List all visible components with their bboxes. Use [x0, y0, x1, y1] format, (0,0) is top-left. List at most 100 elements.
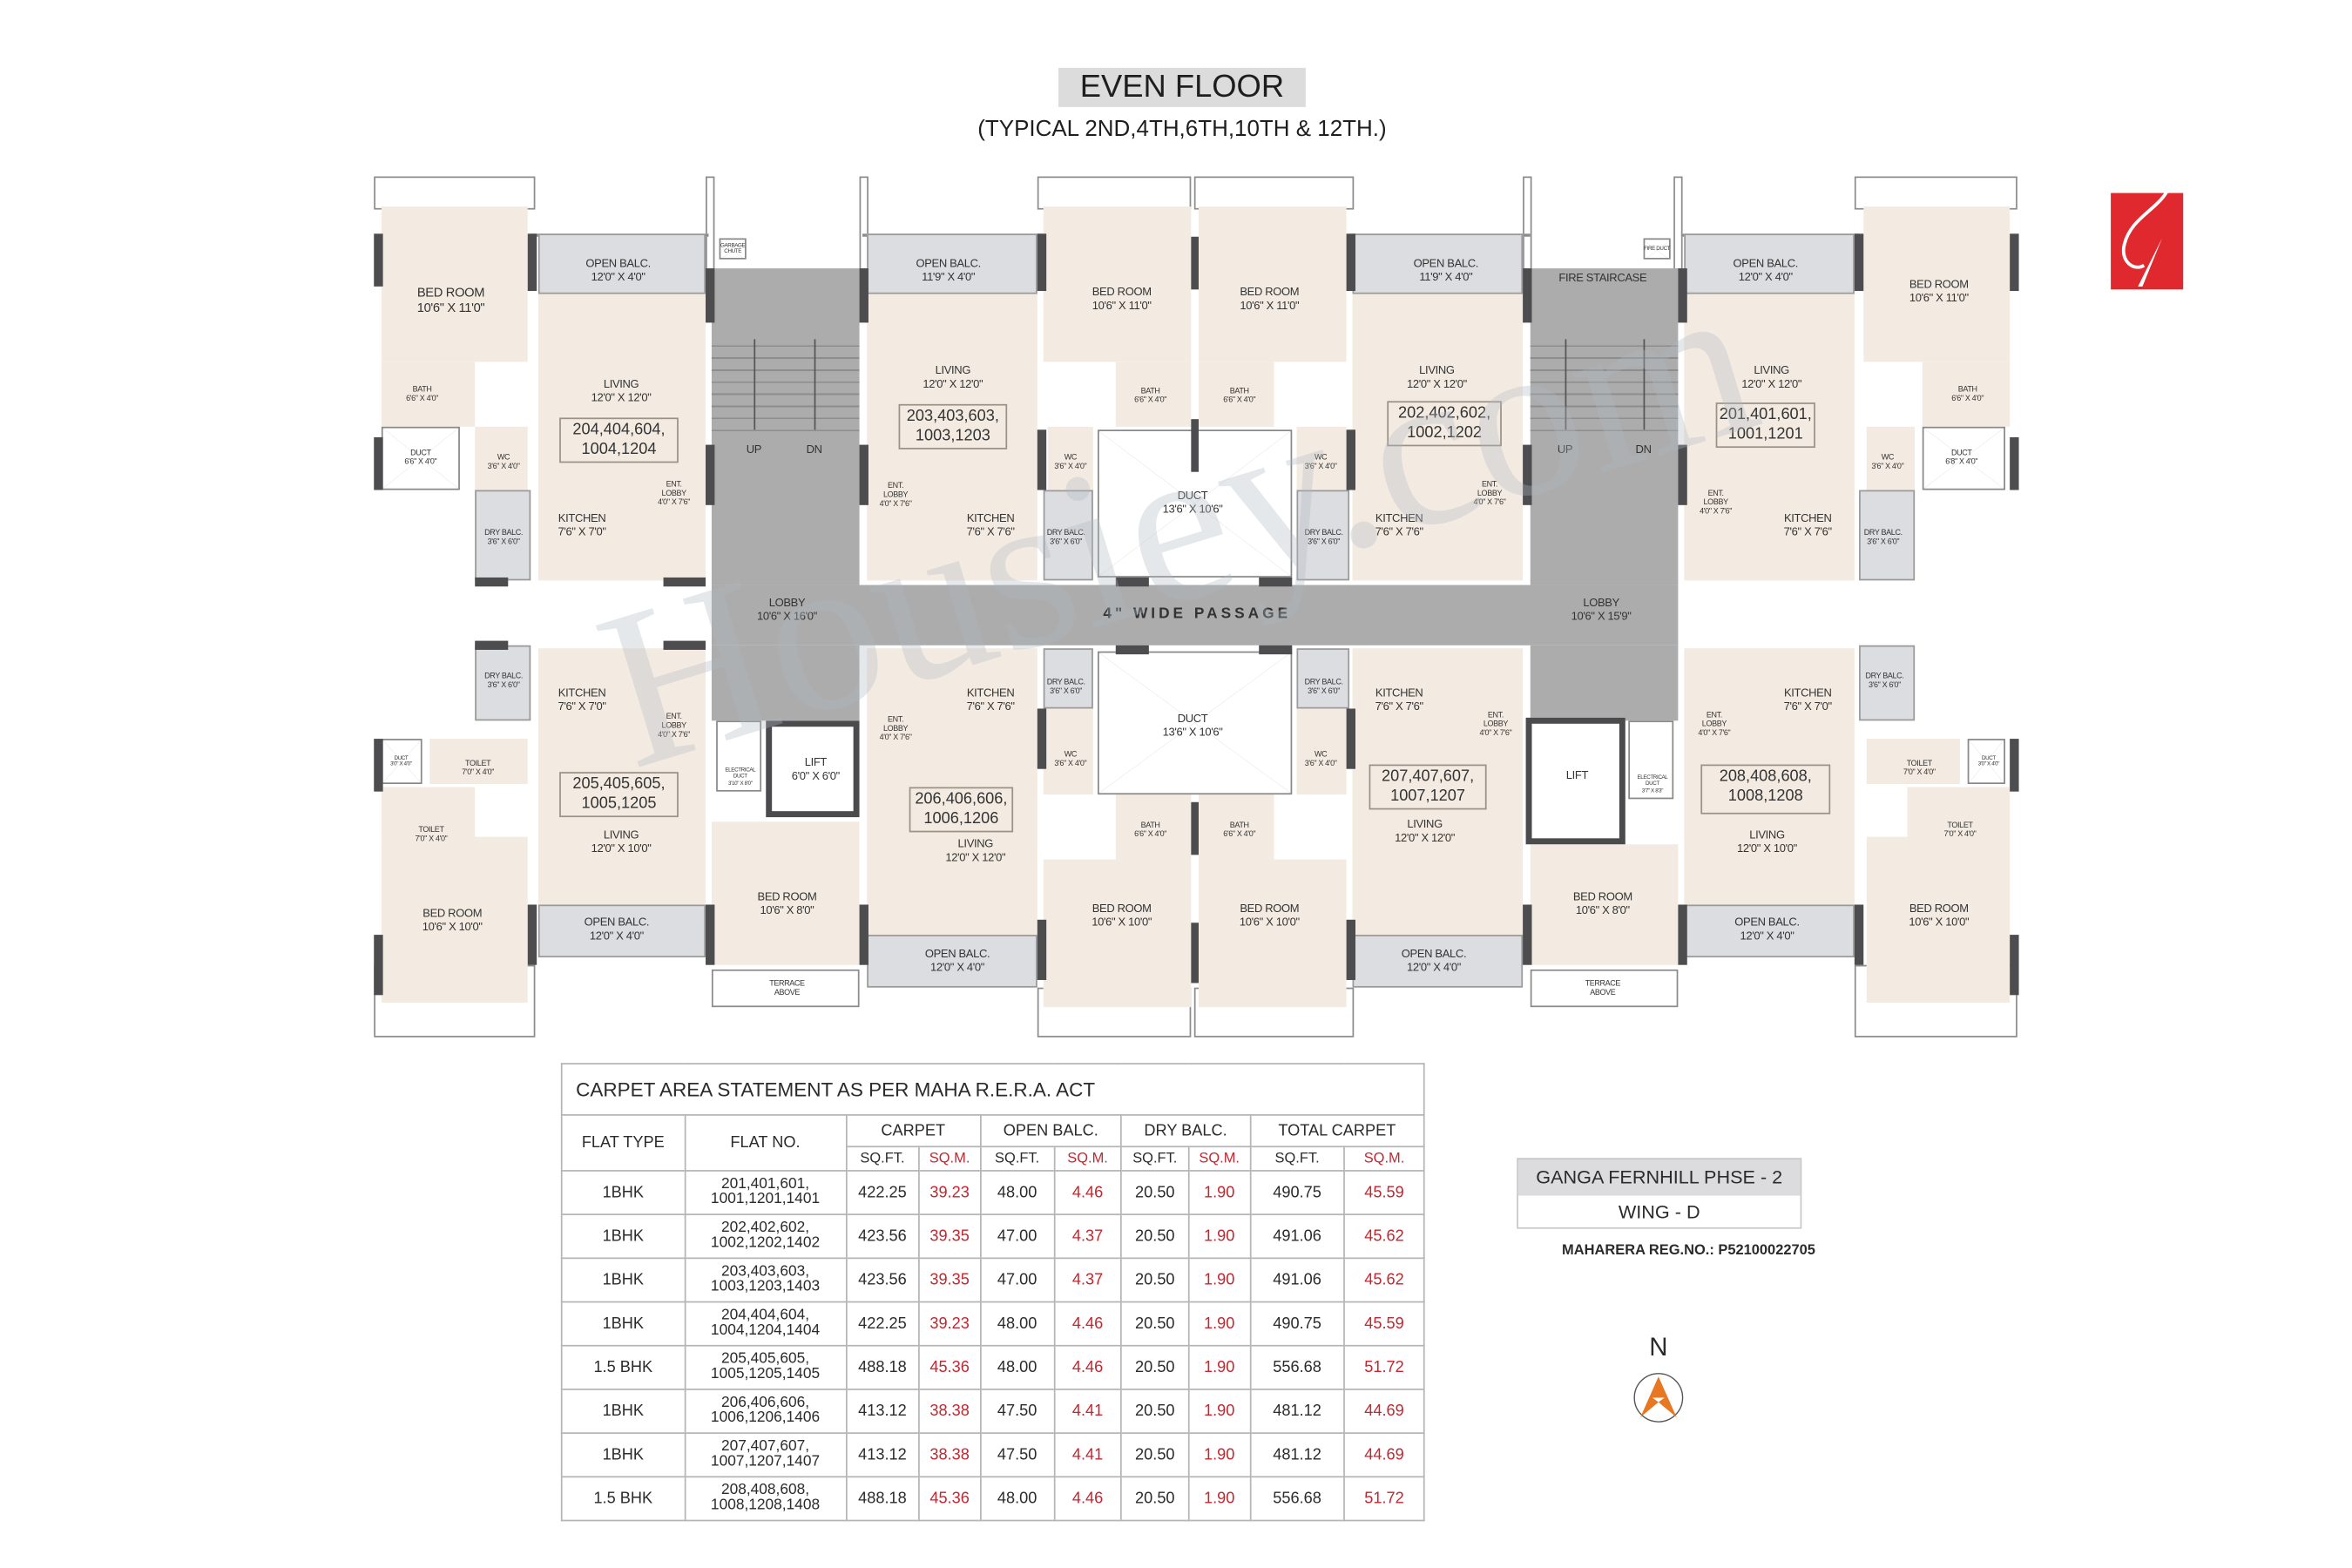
sqft-cell: 556.68 [1249, 1344, 1346, 1390]
room-name: LIVING [603, 828, 639, 841]
rera-registration: MAHARERA REG.NO.: P52100022705 [1562, 1242, 1815, 1260]
wall-segment [475, 640, 509, 650]
room-area [1352, 648, 1524, 936]
duct-shaft [381, 739, 422, 785]
wall-segment [2010, 436, 2019, 490]
wall-segment [663, 577, 706, 587]
unit-number-box: 204,404,604,1004,1204 [559, 417, 679, 463]
duct-shaft [381, 426, 460, 490]
sqm-cell: 1.90 [1187, 1213, 1251, 1260]
wall-outline [1673, 176, 1683, 270]
room-dimension: 3'6" X 6'0" [1869, 681, 1901, 691]
room-area [1198, 362, 1274, 427]
sqm-cell: 45.59 [1343, 1170, 1425, 1216]
wall-segment [527, 904, 537, 965]
wall-segment [1346, 233, 1355, 292]
unit-numbers: 1007,1207 [1390, 787, 1466, 806]
sqft-cell: 20.50 [1120, 1476, 1190, 1522]
room-area [1043, 206, 1192, 362]
room-dimension: 10'6" X 11'0" [1240, 298, 1300, 313]
sqft-cell: 47.00 [979, 1257, 1055, 1303]
flat-no-cell: 201,401,601,1001,1201,1401 [684, 1170, 847, 1216]
sqm-cell: 45.62 [1343, 1213, 1425, 1260]
room-label-a-dry: DRY BALC.3'6" X 6'0" [484, 529, 523, 548]
carpet-area-table: CARPET AREA STATEMENT AS PER MAHA R.E.R.… [560, 1063, 1425, 1522]
header-group: TOTAL CARPET [1249, 1114, 1425, 1148]
wall-segment [663, 640, 706, 650]
staircase-steps [1530, 335, 1679, 441]
header-sqm: SQ.M. [1187, 1146, 1251, 1172]
room-name: DN [806, 442, 822, 456]
room-name: TERRACE ABOVE [1585, 979, 1621, 998]
terrace-area [1530, 969, 1679, 1008]
wall-segment [374, 935, 383, 996]
sqm-cell: 4.37 [1053, 1213, 1123, 1260]
room-area [1198, 794, 1274, 860]
room-label-j-balc: OPEN BALC.12'0" X 4'0" [1734, 916, 1800, 943]
developer-logo-icon [2111, 180, 2184, 290]
room-dimension: 12'0" X 12'0" [923, 376, 983, 391]
room-dimension: 4'0" X 7'6" [658, 499, 691, 509]
room-dimension: 4'0" X 7'6" [658, 731, 691, 741]
balcony-area [537, 233, 706, 294]
flat-type-cell: 1.5 BHK [560, 1476, 686, 1522]
wall-segment [374, 739, 383, 792]
room-name: LIVING [1407, 817, 1443, 831]
room-dimension: 12'0" X 4'0" [589, 929, 644, 943]
room-dimension: 3'6" X 6'0" [487, 537, 520, 548]
room-name: KITCHEN [966, 510, 1015, 525]
room-name: DUCT [1950, 449, 1972, 458]
header-sqft: SQ.FT. [979, 1146, 1055, 1172]
flat-numbers: 1003,1203,1403 [710, 1278, 821, 1295]
unit-number-box: 206,406,606,1006,1206 [909, 787, 1014, 833]
unit-number-box: 202,402,602,1002,1202 [1387, 401, 1502, 447]
unit-numbers: 1005,1205 [581, 794, 657, 813]
room-name: TOILET [418, 826, 444, 835]
room-name: BED ROOM [416, 284, 485, 301]
wall-outline [374, 176, 536, 210]
room-dimension: 6'6" X 4'0" [1223, 830, 1256, 841]
sqm-cell: 1.90 [1187, 1257, 1251, 1303]
unit-numbers: 202,402,602, [1398, 403, 1491, 422]
stair-arrow-icon [814, 339, 816, 430]
wall-segment [1523, 904, 1532, 965]
room-area [381, 362, 476, 427]
room-label-a-balc: OPEN BALC.12'0" X 4'0" [585, 256, 651, 283]
wall-segment [859, 904, 868, 965]
unit-numbers: 206,406,606, [915, 789, 1008, 808]
room-name: ELECTRICAL DUCT [1637, 774, 1668, 787]
room-name: KITCHEN [1375, 510, 1423, 525]
room-name: ENT. LOBBY [882, 715, 909, 734]
room-label-b-balc: OPEN BALC.11'9" X 4'0" [916, 256, 981, 283]
room-name: OPEN BALC. [916, 256, 981, 270]
lobby-core-area [711, 645, 860, 721]
sqft-cell: 48.00 [979, 1301, 1055, 1347]
room-name: DN [1635, 442, 1652, 456]
sqft-cell: 20.50 [1120, 1389, 1190, 1434]
sqm-cell: 4.46 [1053, 1170, 1123, 1216]
room-dimension: 3'6" X 6'0" [487, 681, 520, 691]
wall-segment [1191, 236, 1199, 290]
room-name: LOBBY [768, 595, 806, 610]
room-area [1043, 859, 1192, 1008]
room-label-up-l: UP [747, 443, 762, 456]
room-dimension: 4'0" X 7'6" [1698, 729, 1731, 740]
room-dimension: 13'6" X 10'6" [1162, 725, 1223, 740]
room-name: ENT. LOBBY [661, 480, 687, 499]
